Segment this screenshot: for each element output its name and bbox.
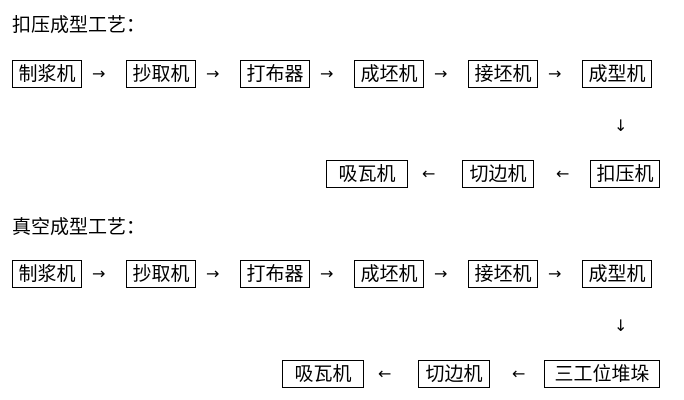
s1-arrow-left-2: ← [556,164,570,183]
s1-box-vacuum-tile: 吸瓦机 [326,160,408,188]
s2-arrow-right-3: → [320,264,334,283]
section2-title: 真空成型工艺： [12,216,146,238]
s2-arrow-down: ↓ [614,316,628,335]
s2-box-molding-machine: 成型机 [582,260,652,288]
s2-box-pulper: 制浆机 [12,260,82,288]
s1-box-blank-receiver: 接坯机 [468,60,538,88]
s2-box-vacuum-tile: 吸瓦机 [282,360,364,388]
s1-arrow-right-5: → [548,64,562,83]
s2-box-three-station-stacker: 三工位堆垛 [544,360,660,388]
s1-box-copier: 抄取机 [126,60,196,88]
s2-arrow-right-5: → [548,264,562,283]
s1-box-press-machine: 扣压机 [590,160,660,188]
s1-box-molding-machine: 成型机 [582,60,652,88]
s2-arrow-right-2: → [206,264,220,283]
section1-title: 扣压成型工艺： [12,14,146,36]
s2-box-copier: 抄取机 [126,260,196,288]
s2-arrow-right-1: → [92,264,106,283]
s2-arrow-right-4: → [434,264,448,283]
s1-arrow-right-2: → [206,64,220,83]
s1-arrow-right-4: → [434,64,448,83]
s2-box-cloth-feeder: 打布器 [240,260,310,288]
s1-arrow-down: ↓ [614,116,628,135]
s1-box-blank-former: 成坯机 [354,60,424,88]
s2-box-edge-trimmer: 切边机 [418,360,490,388]
s1-arrow-right-1: → [92,64,106,83]
s2-arrow-left-1: ← [378,364,392,383]
s1-box-cloth-feeder: 打布器 [240,60,310,88]
s1-arrow-left-1: ← [422,164,436,183]
s1-arrow-right-3: → [320,64,334,83]
s1-box-pulper: 制浆机 [12,60,82,88]
s2-box-blank-receiver: 接坯机 [468,260,538,288]
s2-arrow-left-2: ← [512,364,526,383]
s1-box-edge-trimmer: 切边机 [462,160,534,188]
s2-box-blank-former: 成坯机 [354,260,424,288]
